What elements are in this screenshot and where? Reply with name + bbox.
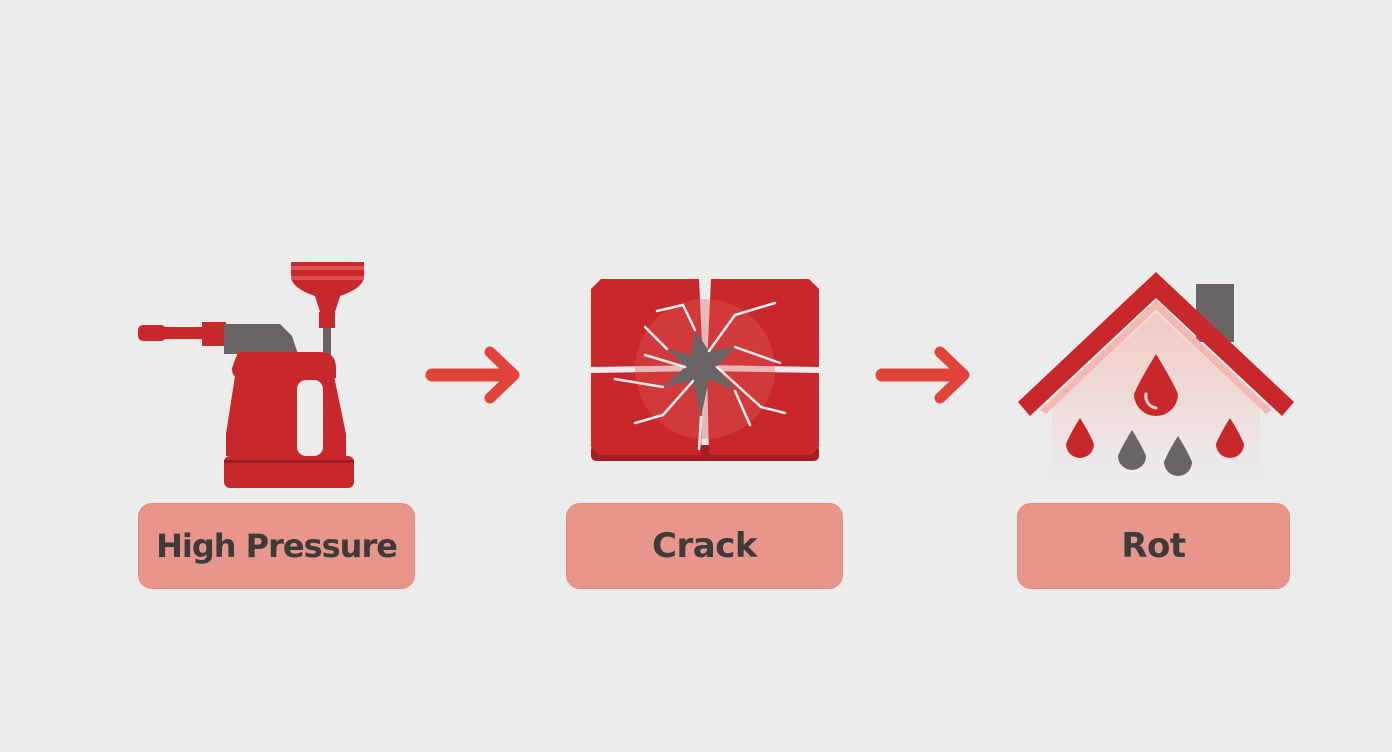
step-label-text: Crack — [652, 526, 757, 566]
step-label-high-pressure: High Pressure — [138, 503, 415, 589]
step-label-crack: Crack — [566, 503, 843, 589]
leaking-house-icon — [1010, 268, 1302, 493]
step-label-text: High Pressure — [156, 527, 398, 565]
arrow-right-icon — [874, 345, 974, 405]
arrow-right-icon — [424, 345, 524, 405]
cracked-tile-icon — [585, 275, 825, 465]
step-label-text: Rot — [1121, 526, 1186, 566]
step-label-rot: Rot — [1017, 503, 1290, 589]
pressure-washer-icon — [130, 252, 375, 497]
